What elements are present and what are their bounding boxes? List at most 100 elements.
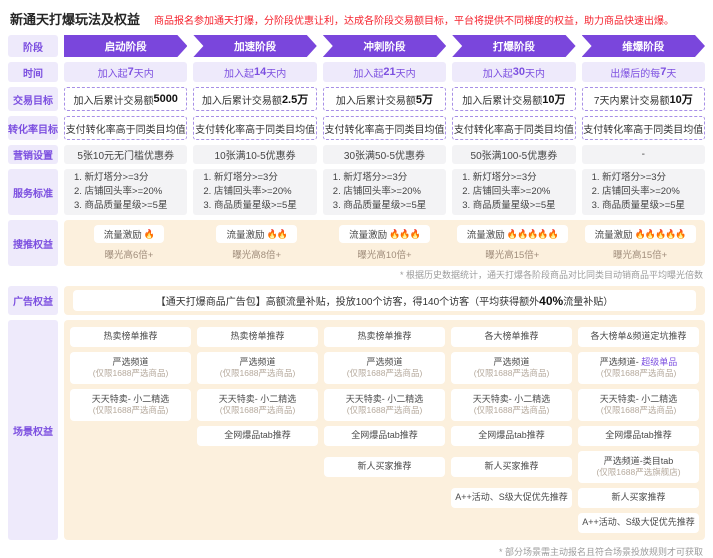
scene-pill: 严选频道-类目tab(仅限1688严选旗舰店) xyxy=(578,451,699,483)
row-scene-rights: 场景权益 热卖榜单推荐 严选频道(仅限1688严选商品) 天天特卖- 小二精选(… xyxy=(8,320,705,540)
conversion-cell: 支付转化率高于同类目均值 xyxy=(323,116,446,140)
page-title: 新通天打爆玩法及权益 xyxy=(10,9,140,28)
traffic-incentive-pill: 流量激励🔥 xyxy=(94,225,164,243)
deal-target-cell: 加入后累计交易额10万 xyxy=(452,87,575,111)
deal-target-cell: 加入后累计交易额2.5万 xyxy=(193,87,316,111)
scene-pill: 新人买家推荐 xyxy=(578,488,699,508)
row-label-marketing: 营销设置 xyxy=(8,145,58,164)
row-service-standard: 服务标准 1. 新灯塔分>=3分2. 店铺回头率>=20%3. 商品质量星级>=… xyxy=(8,169,705,215)
search-rights-cell: 流量激励🔥🔥 曝光高8倍+ xyxy=(196,225,318,261)
row-label-stage: 阶段 xyxy=(8,35,58,57)
scene-pill: A++活动、S级大促优先推荐 xyxy=(578,513,699,533)
stage-label: 维爆阶段 xyxy=(622,39,664,54)
marketing-cell: 30张满50-5优惠券 xyxy=(323,145,446,164)
row-time: 时间 加入起7天内 加入起14天内 加入起21天内 加入起30天内 出爆后的每7… xyxy=(8,62,705,82)
conversion-cell: 支付转化率高于同类目均值 xyxy=(193,116,316,140)
scene-rights-footnote: * 部分场景需主动报名且符合场景投放规则才可获取 xyxy=(8,545,703,558)
time-cell: 加入起7天内 xyxy=(64,62,187,82)
exposure-text: 曝光高15倍+ xyxy=(485,247,539,261)
ad-rights-band: 【通天打爆商品广告包】高额流量补贴，投放100个访客，得140个访客（平均获得额… xyxy=(64,286,705,315)
scene-pill: 严选频道(仅限1688严选商品) xyxy=(70,352,191,384)
row-deal-target: 交易目标 加入后累计交易额5000 加入后累计交易额2.5万 加入后累计交易额5… xyxy=(8,87,705,111)
search-rights-cell: 流量激励🔥🔥🔥 曝光高10倍+ xyxy=(324,225,446,261)
time-cell: 出爆后的每7天 xyxy=(582,62,705,82)
stage-header-accelerate: 加速阶段 xyxy=(193,35,316,57)
marketing-cell: 10张满10-5优惠券 xyxy=(193,145,316,164)
traffic-incentive-pill: 流量激励🔥🔥 xyxy=(216,225,296,243)
exposure-text: 曝光高6倍+ xyxy=(104,247,153,261)
row-conversion-target: 转化率目标 支付转化率高于同类目均值 支付转化率高于同类目均值 支付转化率高于同… xyxy=(8,116,705,140)
scene-col-accelerate: 热卖榜单推荐 严选频道(仅限1688严选商品) 天天特卖- 小二精选(仅限168… xyxy=(197,327,318,533)
stage-label: 冲刺阶段 xyxy=(363,39,405,54)
exposure-text: 曝光高15倍+ xyxy=(613,247,667,261)
fire-icon: 🔥 xyxy=(144,229,154,240)
service-cell: 1. 新灯塔分>=3分2. 店铺回头率>=20%3. 商品质量星级>=5星 xyxy=(323,169,446,215)
search-rights-footnote: * 根据历史数据统计，通天打爆各阶段商品对比同类目动销商品平均曝光倍数 xyxy=(8,268,703,281)
row-search-rights: 搜推权益 流量激励🔥 曝光高6倍+ 流量激励🔥🔥 曝光高8倍+ 流量激励🔥🔥🔥 … xyxy=(8,220,705,266)
time-cell: 加入起14天内 xyxy=(193,62,316,82)
service-cell: 1. 新灯塔分>=3分2. 店铺回头率>=20%3. 商品质量星级>=5星 xyxy=(193,169,316,215)
scene-pill: 热卖榜单推荐 xyxy=(70,327,191,347)
traffic-incentive-pill: 流量激励🔥🔥🔥🔥🔥 xyxy=(457,225,568,243)
row-label-deal-target: 交易目标 xyxy=(8,87,58,111)
super-item-highlight: 超级单品 xyxy=(641,357,677,367)
deal-target-cell: 加入后累计交易额5000 xyxy=(64,87,187,111)
row-label-conversion-target: 转化率目标 xyxy=(8,116,58,140)
fire-icon: 🔥🔥🔥🔥🔥 xyxy=(507,229,558,240)
scene-rights-band: 热卖榜单推荐 严选频道(仅限1688严选商品) 天天特卖- 小二精选(仅限168… xyxy=(64,320,705,540)
search-rights-cell: 流量激励🔥 曝光高6倍+ xyxy=(68,225,190,261)
time-cell: 加入起30天内 xyxy=(452,62,575,82)
marketing-cell: - xyxy=(582,145,705,164)
search-rights-band: 流量激励🔥 曝光高6倍+ 流量激励🔥🔥 曝光高8倍+ 流量激励🔥🔥🔥 曝光高10… xyxy=(64,220,705,266)
scene-pill: 热卖榜单推荐 xyxy=(324,327,445,347)
row-label-time: 时间 xyxy=(8,62,58,82)
stage-header-sustain: 维爆阶段 xyxy=(582,35,705,57)
conversion-cell: 支付转化率高于同类目均值 xyxy=(582,116,705,140)
search-rights-cell: 流量激励🔥🔥🔥🔥🔥 曝光高15倍+ xyxy=(579,225,701,261)
fire-icon: 🔥🔥🔥🔥🔥 xyxy=(635,229,686,240)
service-cell: 1. 新灯塔分>=3分2. 店铺回头率>=20%3. 商品质量星级>=5星 xyxy=(452,169,575,215)
traffic-incentive-pill: 流量激励🔥🔥🔥🔥🔥 xyxy=(585,225,696,243)
service-cell: 1. 新灯塔分>=3分2. 店铺回头率>=20%3. 商品质量星级>=5星 xyxy=(64,169,187,215)
exposure-text: 曝光高8倍+ xyxy=(232,247,281,261)
scene-pill: 热卖榜单推荐 xyxy=(197,327,318,347)
search-rights-cell: 流量激励🔥🔥🔥🔥🔥 曝光高15倍+ xyxy=(451,225,573,261)
deal-target-cell: 7天内累计交易额10万 xyxy=(582,87,705,111)
exposure-text: 曝光高10倍+ xyxy=(357,247,411,261)
scene-pill: 全网爆品tab推荐 xyxy=(324,426,445,446)
page-header: 新通天打爆玩法及权益 商品报名参加通天打爆，分阶段优惠让利，达成各阶段交易额目标… xyxy=(0,0,713,35)
stage-header-explode: 打爆阶段 xyxy=(452,35,575,57)
scene-pill: 全网爆品tab推荐 xyxy=(578,426,699,446)
stage-label: 加速阶段 xyxy=(234,39,276,54)
scene-pill: 天天特卖- 小二精选(仅限1688严选商品) xyxy=(578,389,699,421)
marketing-cell: 50张满100-5优惠券 xyxy=(452,145,575,164)
fire-icon: 🔥🔥🔥 xyxy=(389,229,420,240)
scene-col-explode: 各大榜单推荐 严选频道(仅限1688严选商品) 天天特卖- 小二精选(仅限168… xyxy=(451,327,572,533)
scene-pill: 各大榜单&频道定坑推荐 xyxy=(578,327,699,347)
scene-pill: 严选频道(仅限1688严选商品) xyxy=(197,352,318,384)
scene-pill: 严选频道(仅限1688严选商品) xyxy=(324,352,445,384)
row-label-search-rights: 搜推权益 xyxy=(8,220,58,266)
deal-target-cell: 加入后累计交易额5万 xyxy=(323,87,446,111)
row-marketing: 营销设置 5张10元无门槛优惠券 10张满10-5优惠券 30张满50-5优惠券… xyxy=(8,145,705,164)
time-cell: 加入起21天内 xyxy=(323,62,446,82)
scene-pill: 全网爆品tab推荐 xyxy=(451,426,572,446)
scene-pill: 天天特卖- 小二精选(仅限1688严选商品) xyxy=(324,389,445,421)
conversion-cell: 支付转化率高于同类目均值 xyxy=(64,116,187,140)
benefits-table: 阶段 启动阶段 加速阶段 冲刺阶段 打爆阶段 维爆阶段 时间 加入起7天内 加入… xyxy=(0,35,713,558)
row-stage: 阶段 启动阶段 加速阶段 冲刺阶段 打爆阶段 维爆阶段 xyxy=(8,35,705,57)
scene-pill: 严选频道(仅限1688严选商品) xyxy=(451,352,572,384)
scene-pill: 全网爆品tab推荐 xyxy=(197,426,318,446)
stage-header-launch: 启动阶段 xyxy=(64,35,187,57)
scene-col-launch: 热卖榜单推荐 严选频道(仅限1688严选商品) 天天特卖- 小二精选(仅限168… xyxy=(70,327,191,533)
scene-col-sprint: 热卖榜单推荐 严选频道(仅限1688严选商品) 天天特卖- 小二精选(仅限168… xyxy=(324,327,445,533)
scene-pill: 新人买家推荐 xyxy=(324,457,445,477)
scene-col-sustain: 各大榜单&频道定坑推荐 严选频道- 超级单品(仅限1688严选商品) 天天特卖-… xyxy=(578,327,699,533)
scene-pill: 天天特卖- 小二精选(仅限1688严选商品) xyxy=(197,389,318,421)
traffic-incentive-pill: 流量激励🔥🔥🔥 xyxy=(339,225,430,243)
scene-pill: A++活动、S级大促优先推荐 xyxy=(451,488,572,508)
scene-pill: 严选频道- 超级单品(仅限1688严选商品) xyxy=(578,352,699,384)
ad-package-pill: 【通天打爆商品广告包】高额流量补贴，投放100个访客，得140个访客（平均获得额… xyxy=(73,290,696,311)
stage-header-sprint: 冲刺阶段 xyxy=(323,35,446,57)
conversion-cell: 支付转化率高于同类目均值 xyxy=(452,116,575,140)
